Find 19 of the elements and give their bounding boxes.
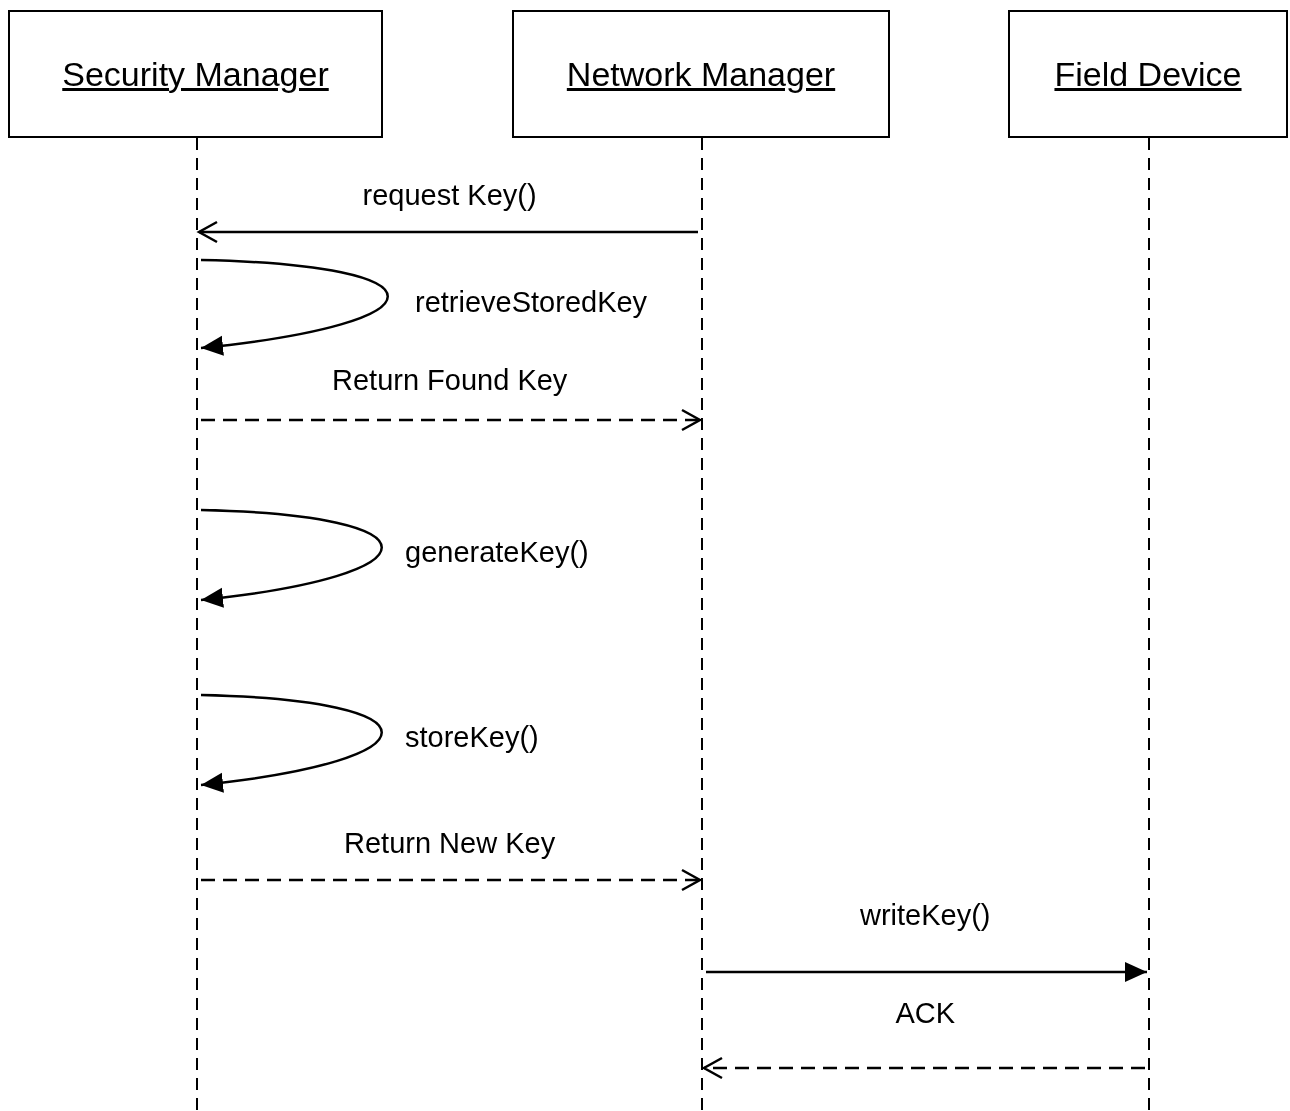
message-label: generateKey() bbox=[405, 537, 589, 569]
return-arrow bbox=[702, 1056, 1145, 1080]
participant-box: Security Manager bbox=[8, 10, 383, 138]
message-label: writeKey() bbox=[860, 900, 991, 932]
message-label: Return Found Key bbox=[332, 365, 568, 397]
participant-box: Field Device bbox=[1008, 10, 1288, 138]
message-label: Return New Key bbox=[344, 828, 556, 860]
self-message-arrow bbox=[200, 258, 389, 356]
message-label: retrieveStoredKey bbox=[415, 287, 648, 319]
message-label: ACK bbox=[895, 998, 956, 1030]
return-arrow bbox=[201, 408, 702, 432]
message-label: request Key() bbox=[362, 180, 537, 212]
message-arrow bbox=[706, 962, 1147, 982]
return-arrow bbox=[201, 868, 702, 892]
self-message-arrow bbox=[200, 508, 383, 608]
self-message-arrow bbox=[200, 693, 383, 793]
message-label: storeKey() bbox=[405, 722, 539, 754]
message-arrow bbox=[197, 220, 698, 244]
participant-box: Network Manager bbox=[512, 10, 890, 138]
